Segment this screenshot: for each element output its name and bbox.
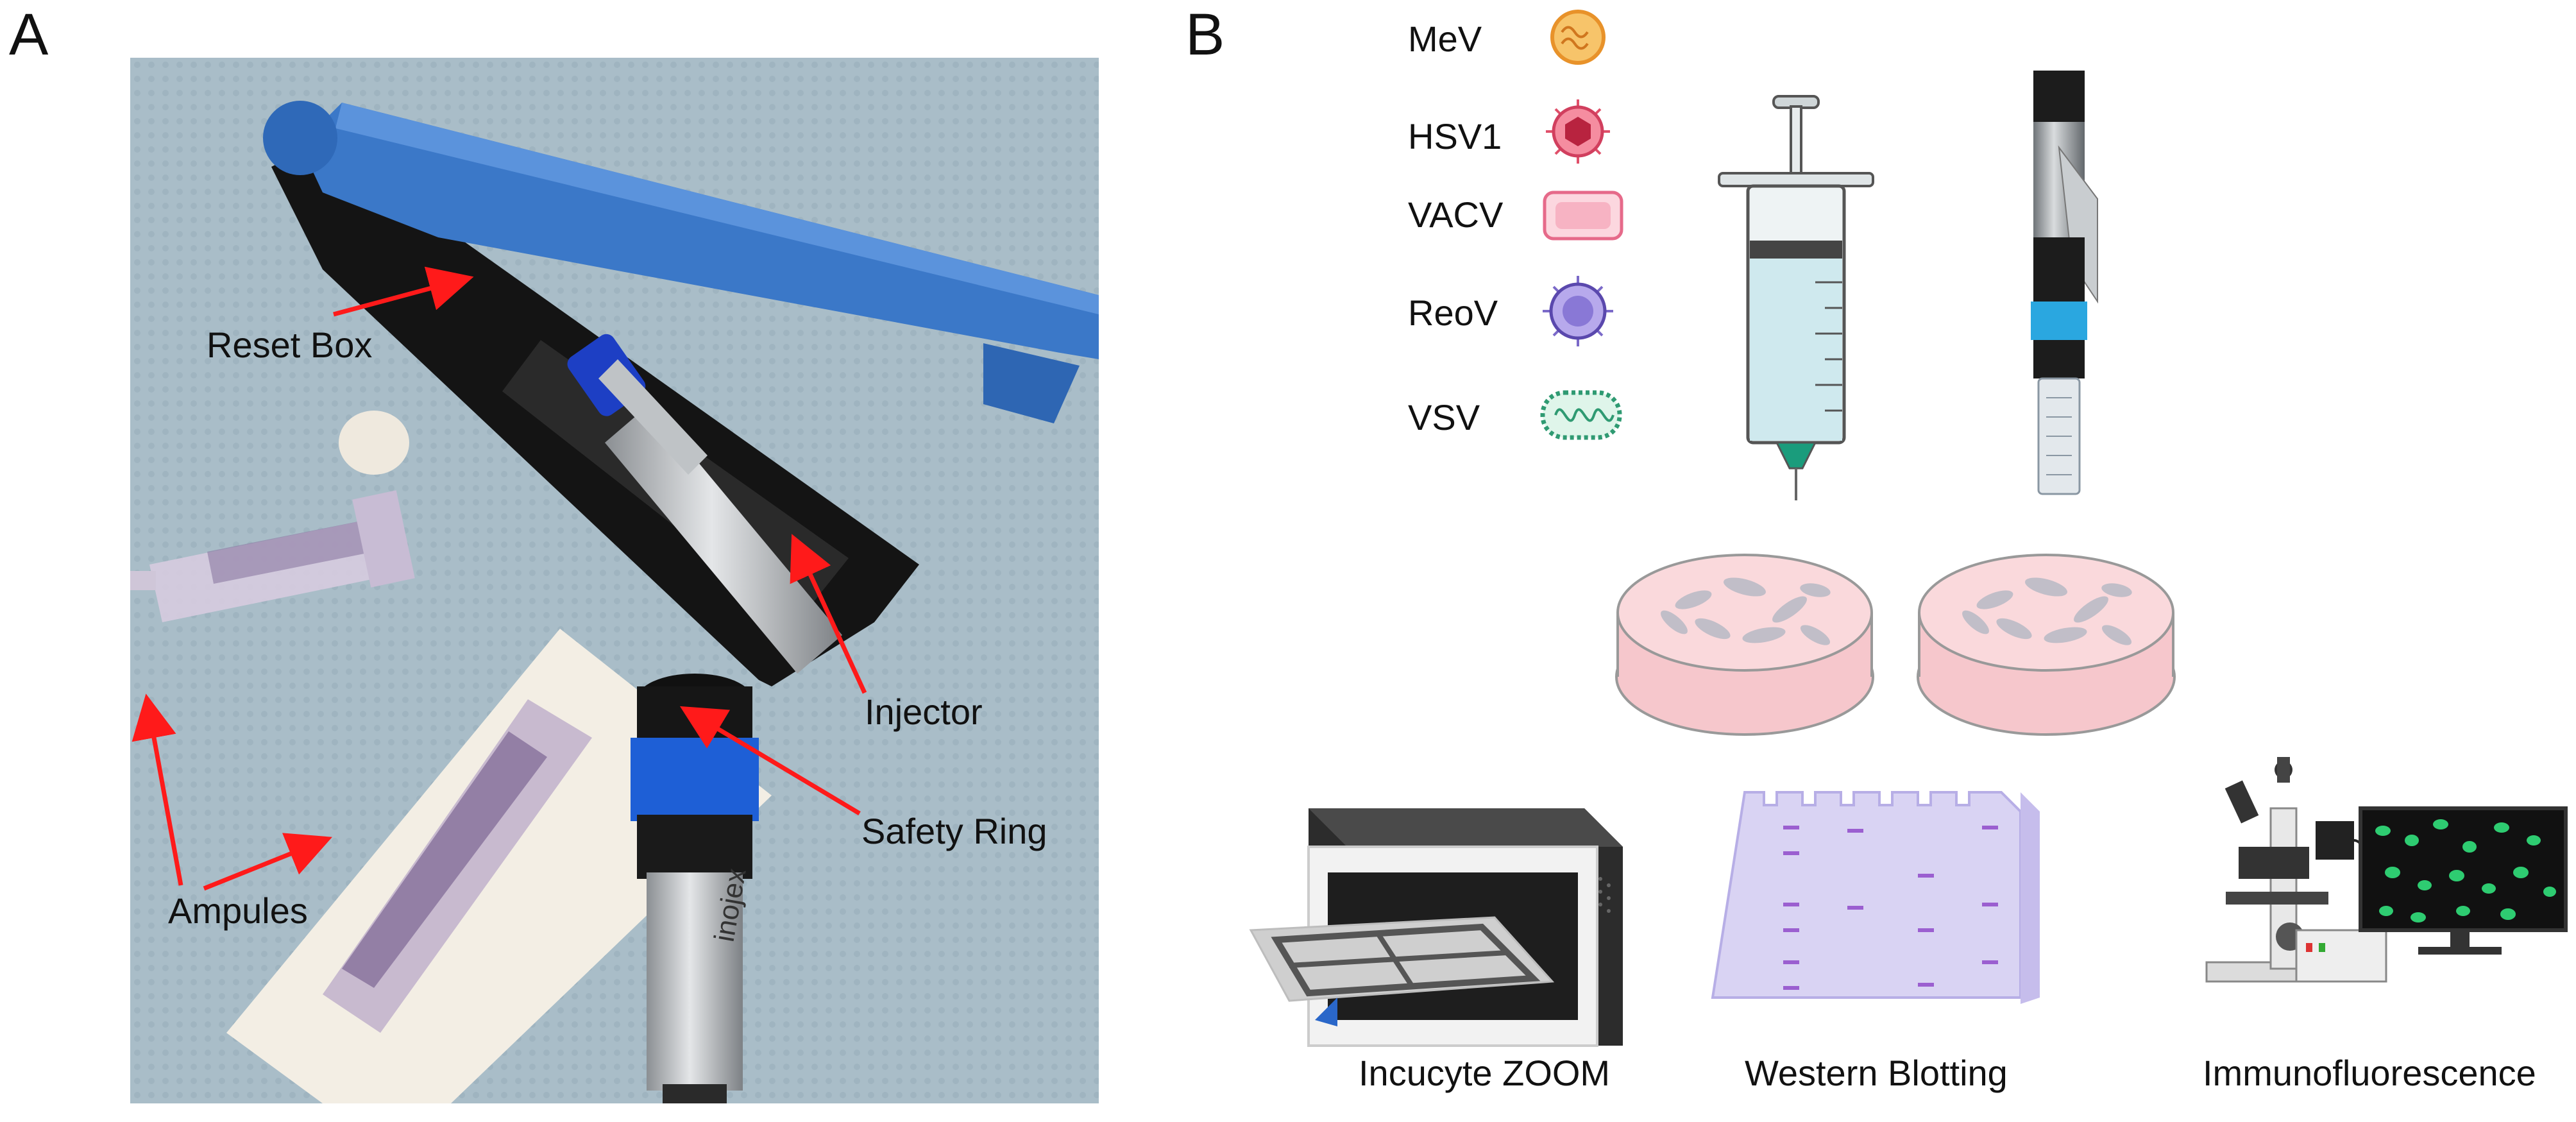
reov-icon xyxy=(1543,276,1613,346)
culture-dish-right xyxy=(1917,554,2176,736)
virus-label-mev: MeV xyxy=(1408,19,1482,59)
hsv1-icon xyxy=(1546,99,1610,164)
virus-label-vsv: VSV xyxy=(1408,397,1480,438)
microscope-setup xyxy=(2205,757,2568,983)
vsv-icon xyxy=(1540,390,1622,440)
virus-label-reov: ReoV xyxy=(1408,293,1498,333)
culture-dish-left xyxy=(1615,554,1874,736)
label-injector: Injector xyxy=(865,692,983,732)
virus-label-vacv: VACV xyxy=(1408,194,1504,235)
caption-immuno: Immunofluorescence xyxy=(2203,1053,2536,1093)
virus-label-hsv1: HSV1 xyxy=(1408,116,1502,157)
panel-b-letter: B xyxy=(1185,2,1225,67)
culture-dishes xyxy=(1615,554,2176,736)
controller-box xyxy=(2295,929,2387,983)
vacv-icon xyxy=(1543,191,1623,241)
caption-incucyte: Incucyte ZOOM xyxy=(1359,1053,1611,1093)
label-ampules: Ampules xyxy=(168,890,308,931)
syringe-illustration xyxy=(1718,95,1874,500)
label-reset-box: Reset Box xyxy=(207,325,373,365)
injector-illustration xyxy=(2031,71,2098,495)
incucyte-instrument xyxy=(1249,808,1623,1047)
caption-western: Western Blotting xyxy=(1745,1053,2008,1093)
mev-icon xyxy=(1550,10,1606,65)
injector-in-box xyxy=(567,334,842,674)
label-safety-ring: Safety Ring xyxy=(861,811,1047,851)
panel-a-letter: A xyxy=(9,2,49,67)
monitor-icon xyxy=(2359,806,2568,955)
ampule-upper xyxy=(130,411,415,622)
western-blot-gel xyxy=(1711,791,2040,1004)
